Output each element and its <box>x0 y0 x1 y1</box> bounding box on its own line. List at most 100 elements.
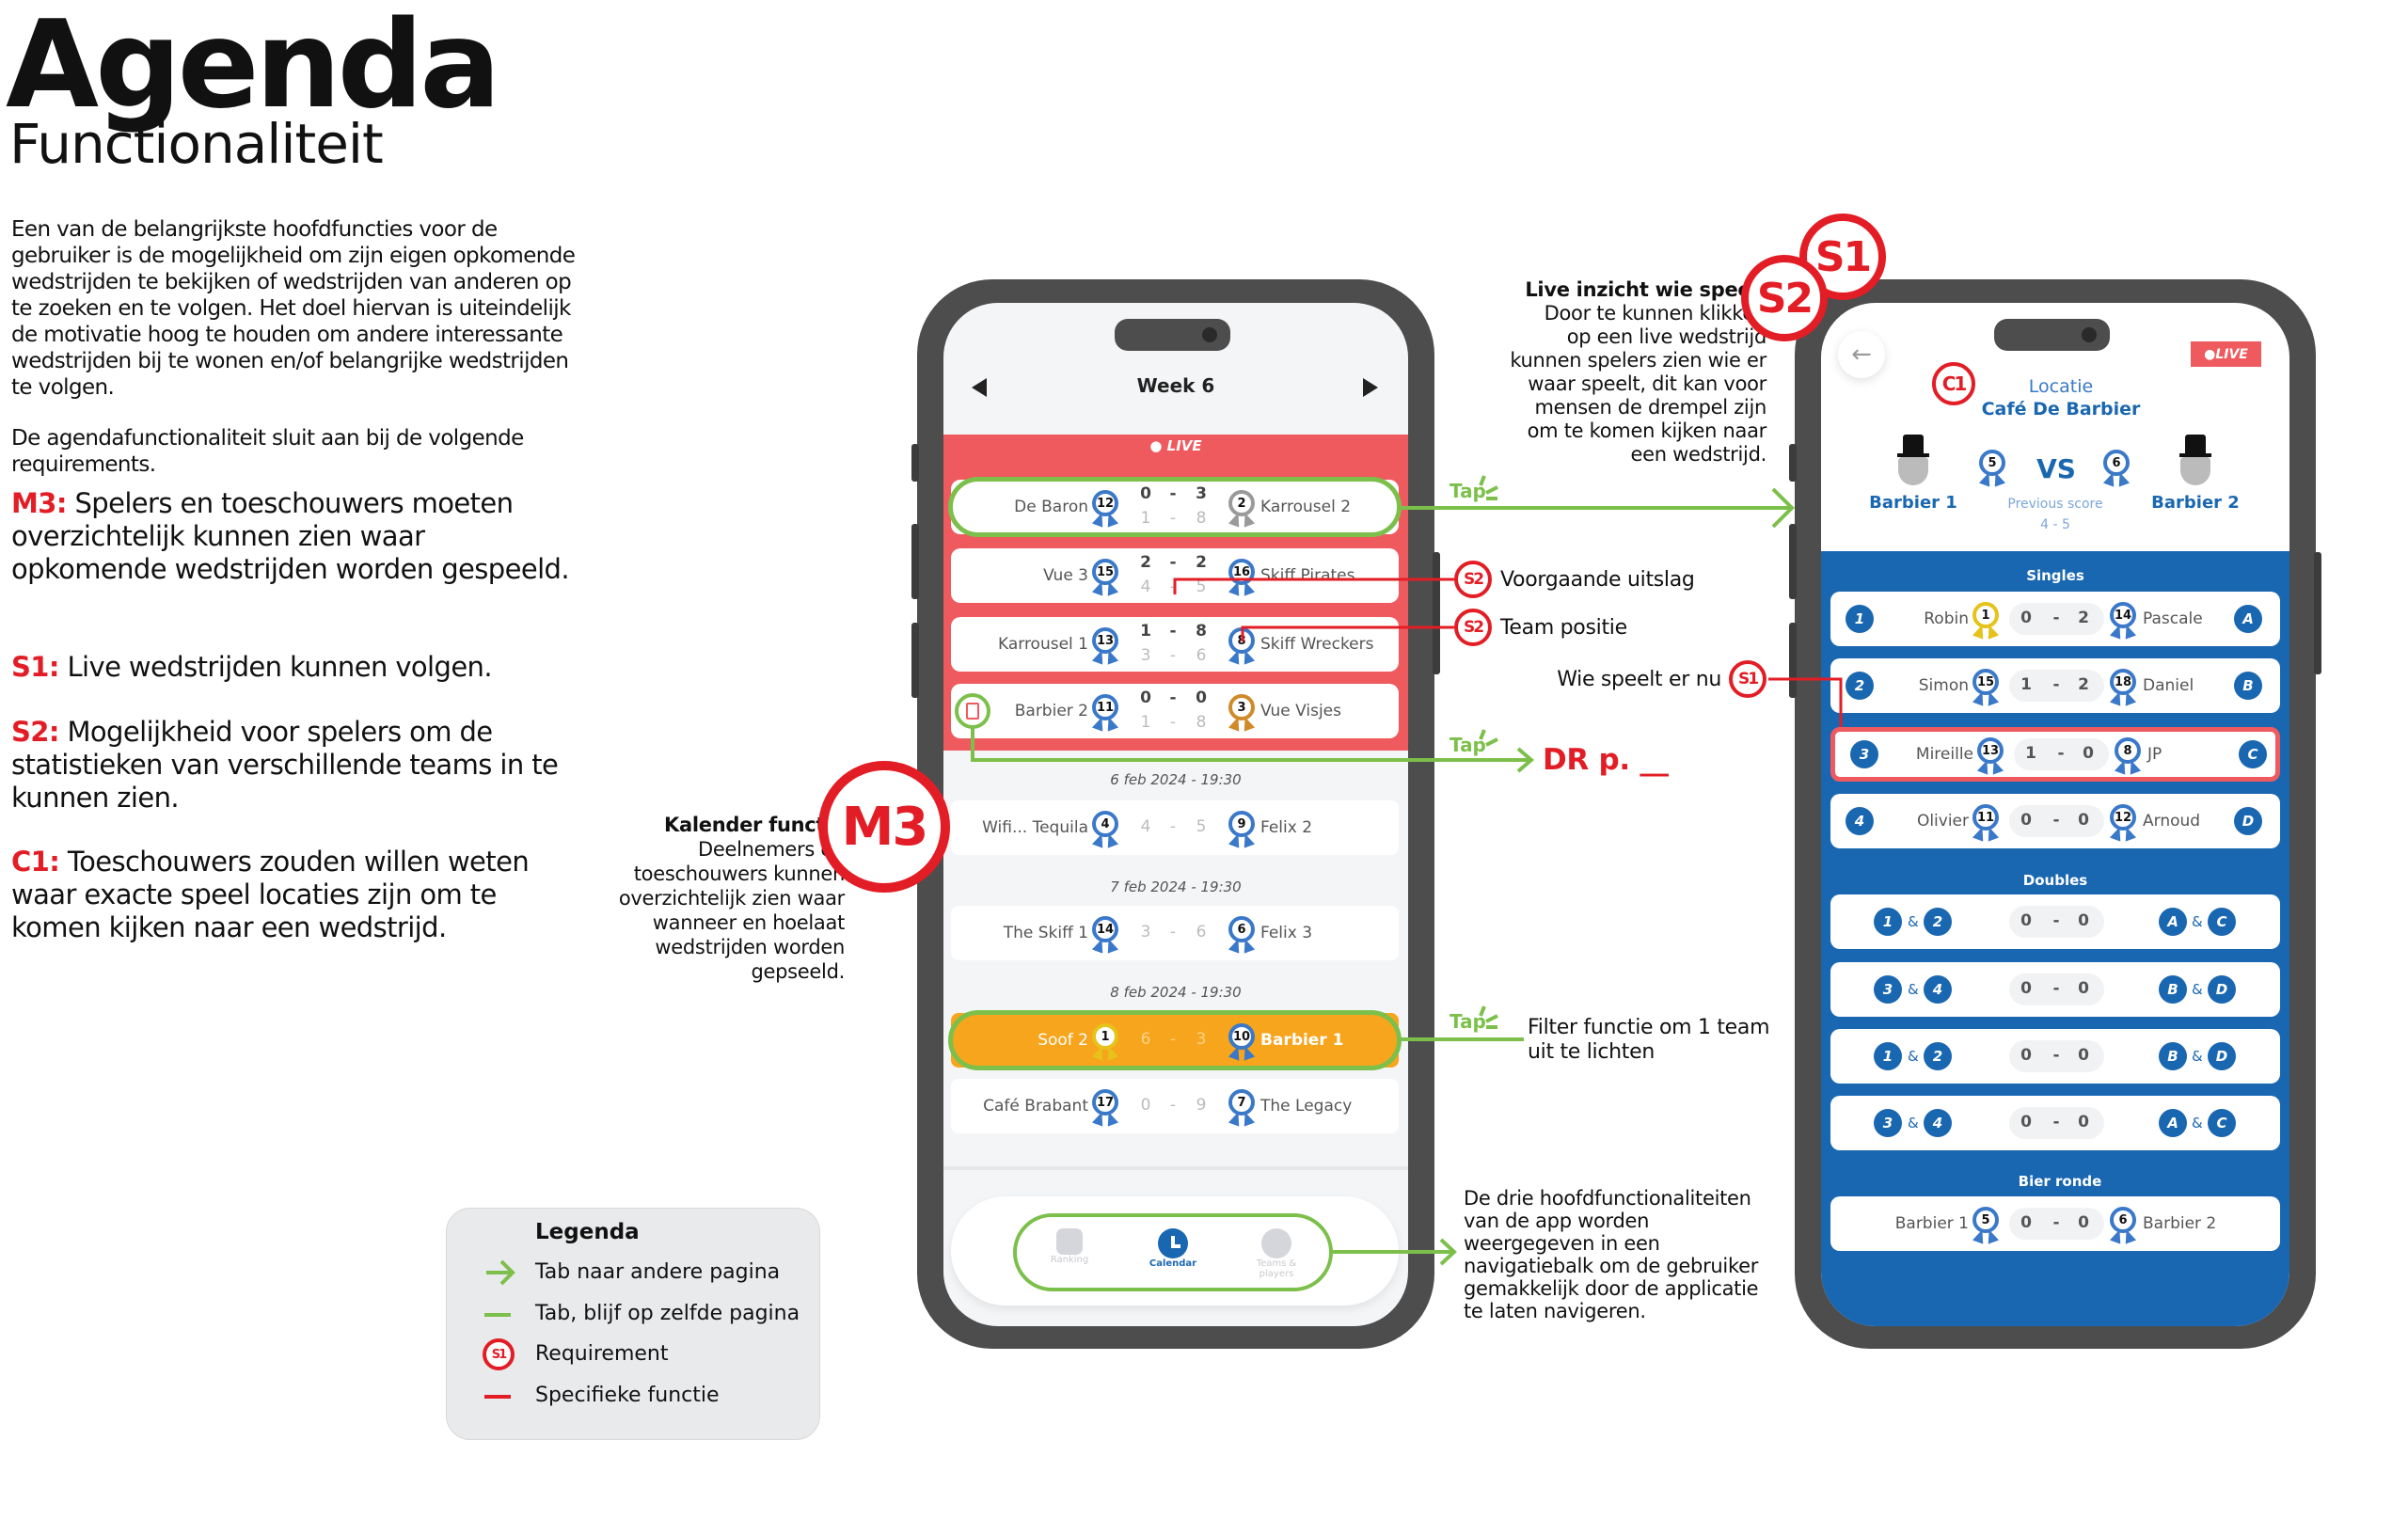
rank-ribbon-icon: 10 <box>1228 1023 1255 1050</box>
annotation-title: Live inzicht wie speelt <box>1525 278 1766 301</box>
rank-ribbon-icon: 15 <box>1092 559 1118 585</box>
score-separator: - <box>2052 1113 2060 1131</box>
player-letter-badge: B <box>2234 672 2262 700</box>
tap-highlight <box>948 477 1402 537</box>
player-letter-badge: D <box>2208 1042 2236 1070</box>
score-home: 1 <box>2025 744 2036 763</box>
nav-calendar[interactable]: Calendar <box>1135 1228 1211 1269</box>
annotation-line: De drie hoofdfunctionaliteiten <box>1464 1187 1751 1210</box>
score-pill <box>2009 973 2104 1005</box>
score-separator: - <box>2052 609 2060 627</box>
score-pill <box>2009 1107 2104 1139</box>
team-logo-top-hat-icon <box>2174 435 2217 491</box>
score-separator: - <box>1169 1030 1177 1049</box>
score-separator: - <box>1169 509 1177 528</box>
score-pill <box>2014 738 2109 770</box>
ampersand: & <box>2192 1048 2203 1065</box>
player-number-badge: 2 <box>1846 672 1874 700</box>
score-away: 5 <box>1196 817 1207 836</box>
arrow-head-icon <box>1439 1238 1457 1266</box>
triangle-left-icon[interactable] <box>970 376 989 399</box>
score-away: 9 <box>1196 1096 1207 1115</box>
score-separator: - <box>1169 553 1177 572</box>
score-separator: - <box>2057 744 2065 763</box>
requirements-intro: De agendafunctionaliteit sluit aan bij d… <box>11 426 524 477</box>
annotation-line: Deelnemers en <box>697 838 845 861</box>
player-number-badge: 4 <box>1924 975 1952 1004</box>
home-team-name: Karrousel 1 <box>997 635 1088 654</box>
annotation-line: kunnen spelers zien wie er <box>1510 349 1766 372</box>
score-pill <box>2009 670 2104 702</box>
annotation-line: op een live wedstrijd <box>1566 325 1767 348</box>
arrow-head-icon <box>1771 487 1795 529</box>
player-number-badge: 1 <box>1846 605 1874 633</box>
back-button[interactable]: ← <box>1838 331 1885 378</box>
nav-teams[interactable]: Teams & players <box>1239 1228 1314 1279</box>
score-separator: - <box>2052 811 2060 830</box>
away-team-name: Karrousel 2 <box>1260 498 1352 516</box>
player-number-badge: 1 <box>1874 1042 1902 1070</box>
tap-label: Tap <box>1450 1010 1486 1033</box>
player-number-badge: 1 <box>1874 908 1902 936</box>
live-text: LIVE <box>1166 437 1202 454</box>
score-home: 4 <box>1140 817 1151 836</box>
nav-ranking[interactable]: Ranking <box>1032 1228 1107 1265</box>
ampersand: & <box>1908 913 1919 930</box>
legend-item-label: Tab naar andere pagina <box>535 1260 781 1284</box>
rank-ribbon-icon: 6 <box>2110 1207 2136 1233</box>
legend: Legenda Tab naar andere pagina Tab, blij… <box>446 1208 820 1440</box>
annotation-line: een wedstrijd. <box>1630 443 1766 466</box>
doubles-label: Doubles <box>2022 872 2088 889</box>
rank-ribbon-icon: 2 <box>1228 490 1255 516</box>
nav-label: Ranking <box>1050 1255 1089 1265</box>
score-pill <box>2009 1040 2104 1072</box>
triangle-right-icon[interactable] <box>1361 376 1380 399</box>
red-line-icon <box>484 1395 511 1399</box>
ampersand: & <box>2192 913 2203 930</box>
divider <box>943 1166 1408 1170</box>
singles-label: Singles <box>2026 567 2084 584</box>
live-insight-annotation: Live inzicht wie speelt Door te kunnen k… <box>1364 278 1766 467</box>
rank-ribbon-icon: 13 <box>1977 737 2004 764</box>
away-team-name: Skiff Wreckers <box>1260 635 1374 654</box>
page-subtitle: Functionaliteit <box>9 112 384 176</box>
score-home: 0 <box>1140 484 1151 503</box>
annotation-line: van de app worden <box>1464 1210 1650 1232</box>
live-badge: ●LIVE <box>2191 341 2261 367</box>
requirement-s2: S2: Mogelijkheid voor spelers om de stat… <box>11 716 585 815</box>
away-player-name: Pascale <box>2143 609 2203 628</box>
requirement-text: Mogelijkheid voor spelers om de statisti… <box>11 716 559 814</box>
requirement-code: S1: <box>11 651 59 683</box>
score-home: 6 <box>1140 1030 1151 1049</box>
player-number-badge: 2 <box>1924 1042 1952 1070</box>
score-separator: - <box>2052 1213 2060 1232</box>
rank-ribbon-icon: 12 <box>1092 490 1118 516</box>
date-label: 7 feb 2024 - 19:30 <box>1110 878 1242 895</box>
score-away: 0 <box>2078 911 2089 930</box>
rank-ribbon-icon: 8 <box>1228 627 1255 654</box>
home-team-name: Soof 2 <box>1038 1031 1088 1050</box>
annotation-line: wedstrijden worden <box>655 936 845 958</box>
previous-score-away: 6 <box>1196 646 1207 665</box>
score-home: 0 <box>2020 911 2032 930</box>
clipboard-icon[interactable] <box>955 693 990 729</box>
home-team-name: Barbier 1 <box>1869 493 1957 513</box>
